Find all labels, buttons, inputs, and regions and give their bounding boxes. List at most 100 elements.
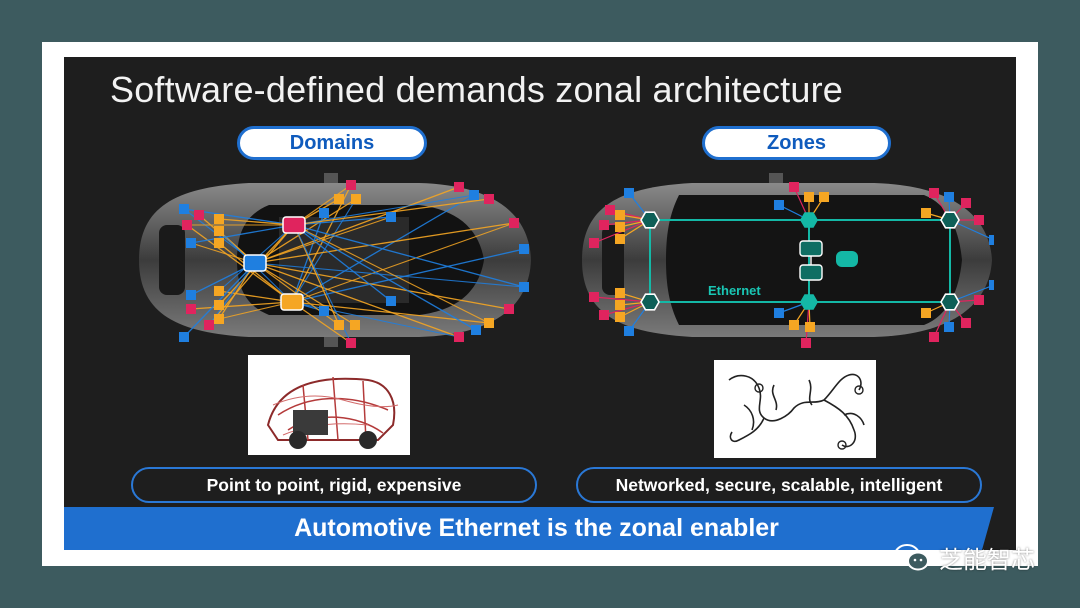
zone-gateway — [640, 293, 660, 311]
wire — [291, 248, 525, 303]
wire — [293, 224, 490, 324]
ecu-node — [346, 338, 356, 348]
domain-controller — [282, 216, 306, 234]
car-body-right — [582, 173, 992, 337]
ecu-node — [214, 286, 224, 296]
zone-gateway — [940, 211, 960, 229]
ecu-node — [801, 338, 811, 348]
ecu-node — [214, 314, 224, 324]
watermark: 芝能智芯 — [893, 540, 1035, 575]
ecu-node — [589, 238, 599, 248]
wire — [254, 262, 525, 288]
wechat-icon — [894, 543, 929, 570]
banner-text: Automotive Ethernet is the zonal enabler — [294, 514, 779, 542]
zones-heading: Zones — [702, 126, 891, 160]
ecu-node — [386, 212, 396, 222]
ecu-node — [599, 310, 609, 320]
ecu-node — [214, 300, 224, 310]
ecu-node — [334, 320, 344, 330]
zones-caption: Networked, secure, scalable, intelligent — [576, 467, 982, 503]
ecu-node — [961, 318, 971, 328]
zonal-nodes — [589, 182, 994, 348]
ecu-node — [929, 332, 939, 342]
ecu-node — [214, 226, 224, 236]
domain-controller — [243, 254, 267, 272]
ecu-node — [204, 320, 214, 330]
ecu-node — [774, 200, 784, 210]
wire — [218, 242, 293, 303]
ecu-node — [319, 306, 329, 316]
domain-controller — [280, 293, 304, 311]
ecu-node — [484, 318, 494, 328]
ecu-node — [615, 210, 625, 220]
ecu-node — [819, 192, 829, 202]
zonal-car-diagram: Ethernet — [582, 173, 994, 348]
wire — [254, 186, 460, 264]
central-compute — [799, 264, 823, 281]
wire — [218, 262, 256, 320]
ecu-node — [615, 300, 625, 310]
ecu-node — [974, 295, 984, 305]
ecu-node — [346, 180, 356, 190]
point-to-point-wiring — [183, 184, 525, 344]
wire — [254, 262, 510, 310]
zone-gateway — [940, 293, 960, 311]
ecu-node — [789, 320, 799, 330]
ecu-node — [944, 192, 954, 202]
wire — [293, 224, 392, 302]
storage-unit — [836, 251, 858, 267]
wire — [254, 222, 515, 264]
wire — [218, 301, 293, 320]
ecu-node — [179, 332, 189, 342]
ecu-node — [961, 198, 971, 208]
wire — [293, 224, 477, 331]
ecu-node — [504, 304, 514, 314]
ecu-node — [989, 235, 994, 245]
watermark-text: 芝能智芯 — [939, 546, 1035, 574]
ecu-node — [469, 190, 479, 200]
ecu-node — [615, 288, 625, 298]
wire — [293, 194, 475, 226]
ecu-node — [615, 222, 625, 232]
ecu-node — [350, 320, 360, 330]
zone-gateway — [800, 212, 818, 228]
ecu-node — [214, 214, 224, 224]
domains-caption: Point to point, rigid, expensive — [131, 467, 537, 503]
ethernet-label: Ethernet — [708, 283, 761, 298]
ecu-node — [471, 325, 481, 335]
ecu-node — [989, 280, 994, 290]
domain-nodes — [179, 180, 529, 348]
ecu-node — [789, 182, 799, 192]
ecu-node — [334, 194, 344, 204]
ecu-node — [214, 238, 224, 248]
ecu-node — [182, 220, 192, 230]
conclusion-banner: Automotive Ethernet is the zonal enabler — [64, 507, 1016, 550]
ecu-node — [615, 312, 625, 322]
ecu-node — [805, 322, 815, 332]
wire — [293, 224, 525, 288]
wire — [254, 262, 460, 338]
wire — [218, 218, 295, 226]
ecu-node — [386, 296, 396, 306]
ecu-node — [605, 205, 615, 215]
ecu-node — [589, 292, 599, 302]
ecu-node — [454, 332, 464, 342]
wire — [291, 222, 515, 303]
ecu-node — [509, 218, 519, 228]
slide-title: Software-defined demands zonal architect… — [110, 69, 844, 110]
zonal-harness-photo — [714, 360, 876, 458]
ecu-node — [804, 192, 814, 202]
wire — [291, 184, 352, 303]
ecu-node — [599, 220, 609, 230]
ecu-node — [194, 210, 204, 220]
ecu-node — [179, 204, 189, 214]
ecu-node — [921, 308, 931, 318]
wire — [254, 262, 356, 326]
ecu-node — [944, 322, 954, 332]
ecu-node — [454, 182, 464, 192]
wire — [186, 224, 293, 303]
ecu-node — [186, 238, 196, 248]
ecu-node — [921, 208, 931, 218]
ecu-node — [774, 308, 784, 318]
domain-car-diagram — [139, 173, 531, 348]
